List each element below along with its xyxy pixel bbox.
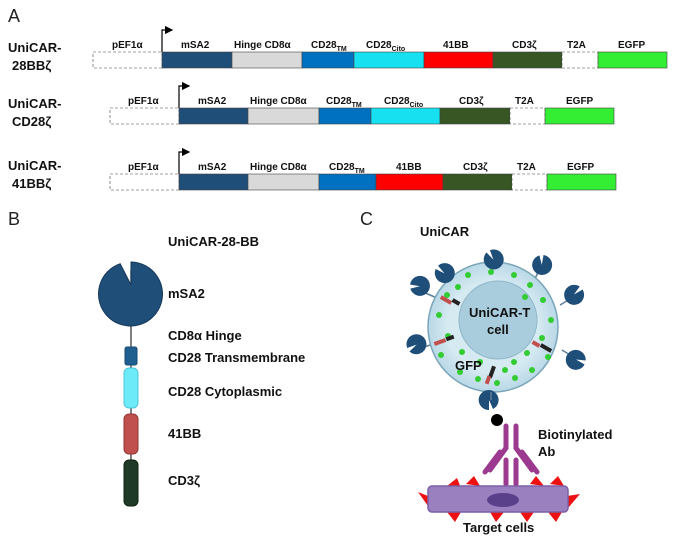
panel-a-constructs: UniCAR- 28BBζ pEF1α mSA2 Hinge CD8α CD28…: [8, 25, 668, 191]
segment-cd28tm: [318, 107, 372, 125]
segment-41bb-label: 41BB: [396, 162, 422, 173]
promoter-box: [109, 173, 180, 191]
unicar-receptor-icons: [406, 249, 586, 411]
segment-t2a-label: T2A: [567, 40, 586, 51]
target-cell-nucleus: [487, 493, 519, 507]
construct-unicar-cd28z: UniCAR- CD28ζ pEF1α mSA2 Hinge CD8α CD28…: [8, 81, 615, 129]
target-cells-label: Target cells: [463, 520, 534, 535]
segment-egfp-label: EGFP: [567, 162, 595, 173]
domain-label-cd28-tm: CD28 Transmembrane: [168, 350, 305, 365]
segment-t2a: [509, 107, 546, 125]
segment-cd28cito-label: CD28Cito: [366, 40, 405, 53]
segment-cd3z: [442, 173, 513, 191]
panel-c-cell-schematic: UniCAR UniCAR-T cell GFP: [406, 224, 612, 535]
segment-hinge: [247, 173, 320, 191]
domain-cd28-cyto: [123, 367, 139, 409]
segment-hinge: [247, 107, 320, 125]
segment-cd28tm: [301, 51, 355, 69]
cell-label-line2: cell: [487, 322, 509, 337]
panel-label-c: C: [360, 209, 373, 229]
segment-msa2: [178, 173, 249, 191]
panel-b-domain-architecture: UniCAR-28-BB mSA2 CD8α Hinge CD28 Transm…: [98, 234, 305, 507]
gfp-label: GFP: [455, 358, 482, 373]
antibody-icon: [482, 423, 540, 487]
panel-label-a: A: [8, 6, 20, 26]
promoter-arrow: [178, 81, 191, 108]
panel-b-title: UniCAR-28-BB: [168, 234, 259, 249]
segment-egfp: [597, 51, 668, 69]
construct-unicar-28bbz: UniCAR- 28BBζ pEF1α mSA2 Hinge CD8α CD28…: [8, 25, 668, 73]
segment-41bb: [423, 51, 494, 69]
gfp-dots: [436, 269, 554, 386]
antibody-label-line1: Biotinylated: [538, 427, 612, 442]
segment-egfp-label: EGFP: [566, 96, 594, 107]
construct-name-line2: 41BBζ: [12, 176, 51, 191]
segment-cd3z: [439, 107, 511, 125]
promoter-box: [109, 107, 180, 125]
construct-name-line1: UniCAR-: [8, 40, 61, 55]
segment-cd28cito: [370, 107, 441, 125]
segment-t2a-label: T2A: [515, 96, 534, 107]
segment-t2a-label: T2A: [517, 162, 536, 173]
construct-name-line1: UniCAR-: [8, 96, 61, 111]
segment-cd3z-label: CD3ζ: [459, 96, 484, 107]
promoter-label: pEF1α: [128, 96, 159, 107]
domain-label-41bb: 41BB: [168, 426, 201, 441]
domain-cd3z: [123, 459, 139, 507]
unicar-label: UniCAR: [420, 224, 470, 239]
antibody-label-line2: Ab: [538, 444, 555, 459]
target-cell-spikes: [418, 476, 580, 522]
segment-cd3z: [492, 51, 563, 69]
segment-41bb: [375, 173, 444, 191]
biotin-icon: [491, 414, 503, 426]
segment-msa2-label: mSA2: [198, 162, 227, 173]
segment-msa2: [161, 51, 233, 69]
segment-41bb-label: 41BB: [443, 40, 469, 51]
domain-41bb: [123, 413, 139, 455]
segment-msa2: [178, 107, 249, 125]
segment-t2a: [511, 173, 548, 191]
segment-msa2-label: mSA2: [181, 40, 210, 51]
segment-egfp-label: EGFP: [618, 40, 646, 51]
segment-cd3z-label: CD3ζ: [463, 162, 488, 173]
panel-label-b: B: [8, 209, 20, 229]
segment-egfp: [544, 107, 615, 125]
segment-cd28tm: [318, 173, 377, 191]
segment-cd28tm-label: CD28TM: [326, 96, 362, 109]
transmembrane-bars: [433, 295, 553, 385]
segment-hinge-label: Hinge CD8α: [234, 40, 292, 51]
promoter-label: pEF1α: [128, 162, 159, 173]
promoter-arrow: [178, 147, 191, 174]
segment-t2a: [561, 51, 599, 69]
segment-egfp: [546, 173, 617, 191]
segment-msa2-label: mSA2: [198, 96, 227, 107]
cell-nucleus: [458, 280, 538, 360]
msa2-domain-icon: [98, 261, 163, 327]
segment-hinge: [231, 51, 303, 69]
promoter-label: pEF1α: [112, 40, 143, 51]
segment-hinge-label: Hinge CD8α: [250, 162, 308, 173]
segment-cd28cito: [353, 51, 425, 69]
segment-cd28cito-label: CD28Cito: [384, 96, 423, 109]
construct-name-line2: 28BBζ: [12, 58, 51, 73]
construct-unicar-41bbz: UniCAR- 41BBζ pEF1α mSA2 Hinge CD8α CD28…: [8, 147, 617, 191]
segment-cd28tm-label: CD28TM: [311, 40, 347, 53]
construct-name-line2: CD28ζ: [12, 114, 51, 129]
cell-label-line1: UniCAR-T: [469, 305, 530, 320]
promoter-box: [92, 51, 163, 69]
domain-label-cd8a-hinge: CD8α Hinge: [168, 328, 242, 343]
domain-cd28-tm: [124, 346, 138, 366]
segment-hinge-label: Hinge CD8α: [250, 96, 308, 107]
segment-cd28tm-label: CD28TM: [329, 162, 365, 175]
promoter-arrow: [161, 25, 174, 52]
domain-label-cd3z: CD3ζ: [168, 473, 200, 488]
domain-label-cd28-cyto: CD28 Cytoplasmic: [168, 384, 282, 399]
segment-cd3z-label: CD3ζ: [512, 40, 537, 51]
construct-name-line1: UniCAR-: [8, 158, 61, 173]
domain-label-msa2: mSA2: [168, 286, 205, 301]
